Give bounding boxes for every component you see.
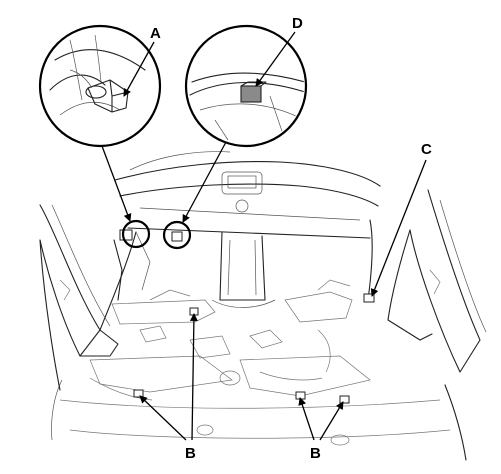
callout-c: C	[421, 141, 432, 158]
pointer-b-right-2	[319, 401, 344, 441]
detail-d-ring	[184, 24, 308, 148]
pointer-c	[370, 159, 427, 297]
leader-line-a	[101, 145, 132, 222]
vehicle-floor-body	[39, 151, 487, 461]
callout-b-right: B	[310, 445, 321, 462]
clip-b-location-1	[189, 307, 199, 316]
clip-b-location-4	[339, 395, 350, 404]
pointer-b-left-1	[189, 313, 198, 441]
pointer-a	[123, 41, 155, 97]
leader-line-d	[182, 141, 227, 223]
detail-a-ring	[38, 24, 162, 148]
clip-a-shape	[87, 79, 129, 113]
location-ring-a	[121, 219, 151, 249]
pointer-b-right-1	[298, 397, 315, 441]
callout-b-left: B	[185, 445, 196, 462]
pointer-d	[255, 31, 296, 87]
location-ring-d	[162, 220, 192, 250]
clip-d-square	[240, 85, 262, 103]
clip-b-location-2	[133, 389, 144, 398]
clip-d-location	[171, 231, 183, 242]
callout-a: A	[150, 25, 161, 42]
detail-circle-a	[38, 24, 162, 148]
clip-c-location	[363, 293, 375, 303]
callout-d: D	[292, 15, 303, 32]
detail-circle-d	[184, 24, 308, 148]
clip-a-location	[119, 229, 133, 241]
pointer-b-left-2	[139, 395, 187, 441]
